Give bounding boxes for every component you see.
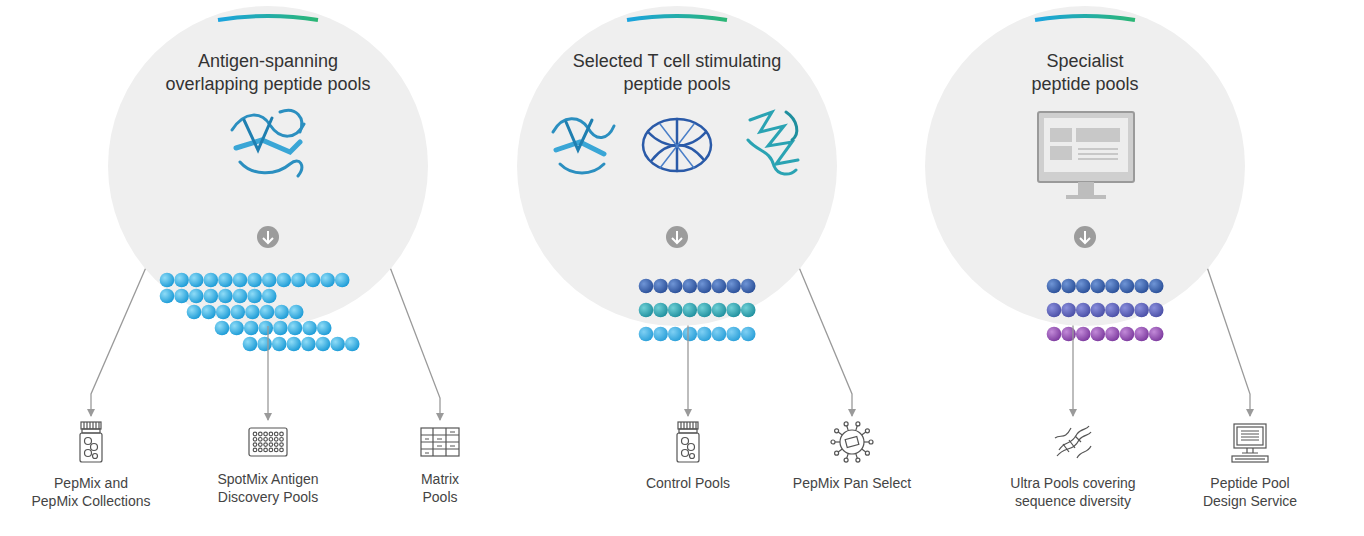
product-label: PepMix and PepMix Collections — [31, 474, 152, 510]
product-item: Matrix Pools — [413, 424, 468, 506]
product-icon — [1228, 420, 1272, 464]
product-label: Control Pools — [628, 474, 748, 492]
category-circle: Antigen-spanning overlapping peptide poo… — [108, 6, 428, 326]
category-circle: Selected T cell stimulating peptide pool… — [517, 6, 837, 326]
product-item: SpotMix Antigen Discovery Pools — [208, 424, 328, 506]
circle-heading: Specialist peptide pools — [1020, 50, 1150, 96]
product-label: Peptide Pool Design Service — [1190, 474, 1310, 510]
circle-ground — [925, 6, 1245, 326]
product-label: SpotMix Antigen Discovery Pools — [208, 470, 328, 506]
product-icon — [71, 420, 111, 464]
monitor-illustration — [1038, 112, 1134, 199]
product-item: Control Pools — [628, 420, 748, 492]
product-label: PepMix Pan Select — [782, 474, 922, 492]
product-item: PepMix Pan Select — [782, 420, 922, 492]
product-icon — [418, 424, 462, 460]
connector-arrow — [267, 326, 268, 420]
down-arrow-icon — [257, 226, 1096, 248]
accent-bar — [627, 16, 727, 20]
product-item: PepMix and PepMix Collections — [31, 420, 152, 510]
protein-ribbon — [553, 112, 798, 174]
category-circle: Specialist peptide pools — [925, 6, 1245, 326]
product-icon — [668, 420, 708, 464]
accent-bar — [218, 16, 318, 20]
connector-arrow — [687, 326, 688, 416]
circle-heading: Antigen-spanning overlapping peptide poo… — [156, 50, 381, 96]
product-item: Ultra Pools covering sequence diversity — [1007, 420, 1139, 510]
circle-heading: Selected T cell stimulating peptide pool… — [569, 50, 785, 96]
connector-arrow — [1208, 269, 1250, 416]
product-label: Matrix Pools — [413, 470, 468, 506]
circle-ground — [517, 6, 837, 326]
circle-ground — [108, 6, 428, 326]
connector-arrow — [391, 269, 440, 420]
connector-arrow — [91, 269, 145, 416]
peptide-beads — [160, 273, 1164, 352]
product-label: Ultra Pools covering sequence diversity — [1007, 474, 1139, 510]
product-icon — [1051, 420, 1095, 464]
connector-arrow — [800, 269, 852, 416]
protein-ribbon — [232, 110, 304, 176]
product-icon — [830, 420, 874, 464]
product-item: Peptide Pool Design Service — [1190, 420, 1310, 510]
product-icon — [246, 424, 290, 460]
accent-bar — [1035, 16, 1135, 20]
connector-arrow — [1072, 326, 1073, 416]
